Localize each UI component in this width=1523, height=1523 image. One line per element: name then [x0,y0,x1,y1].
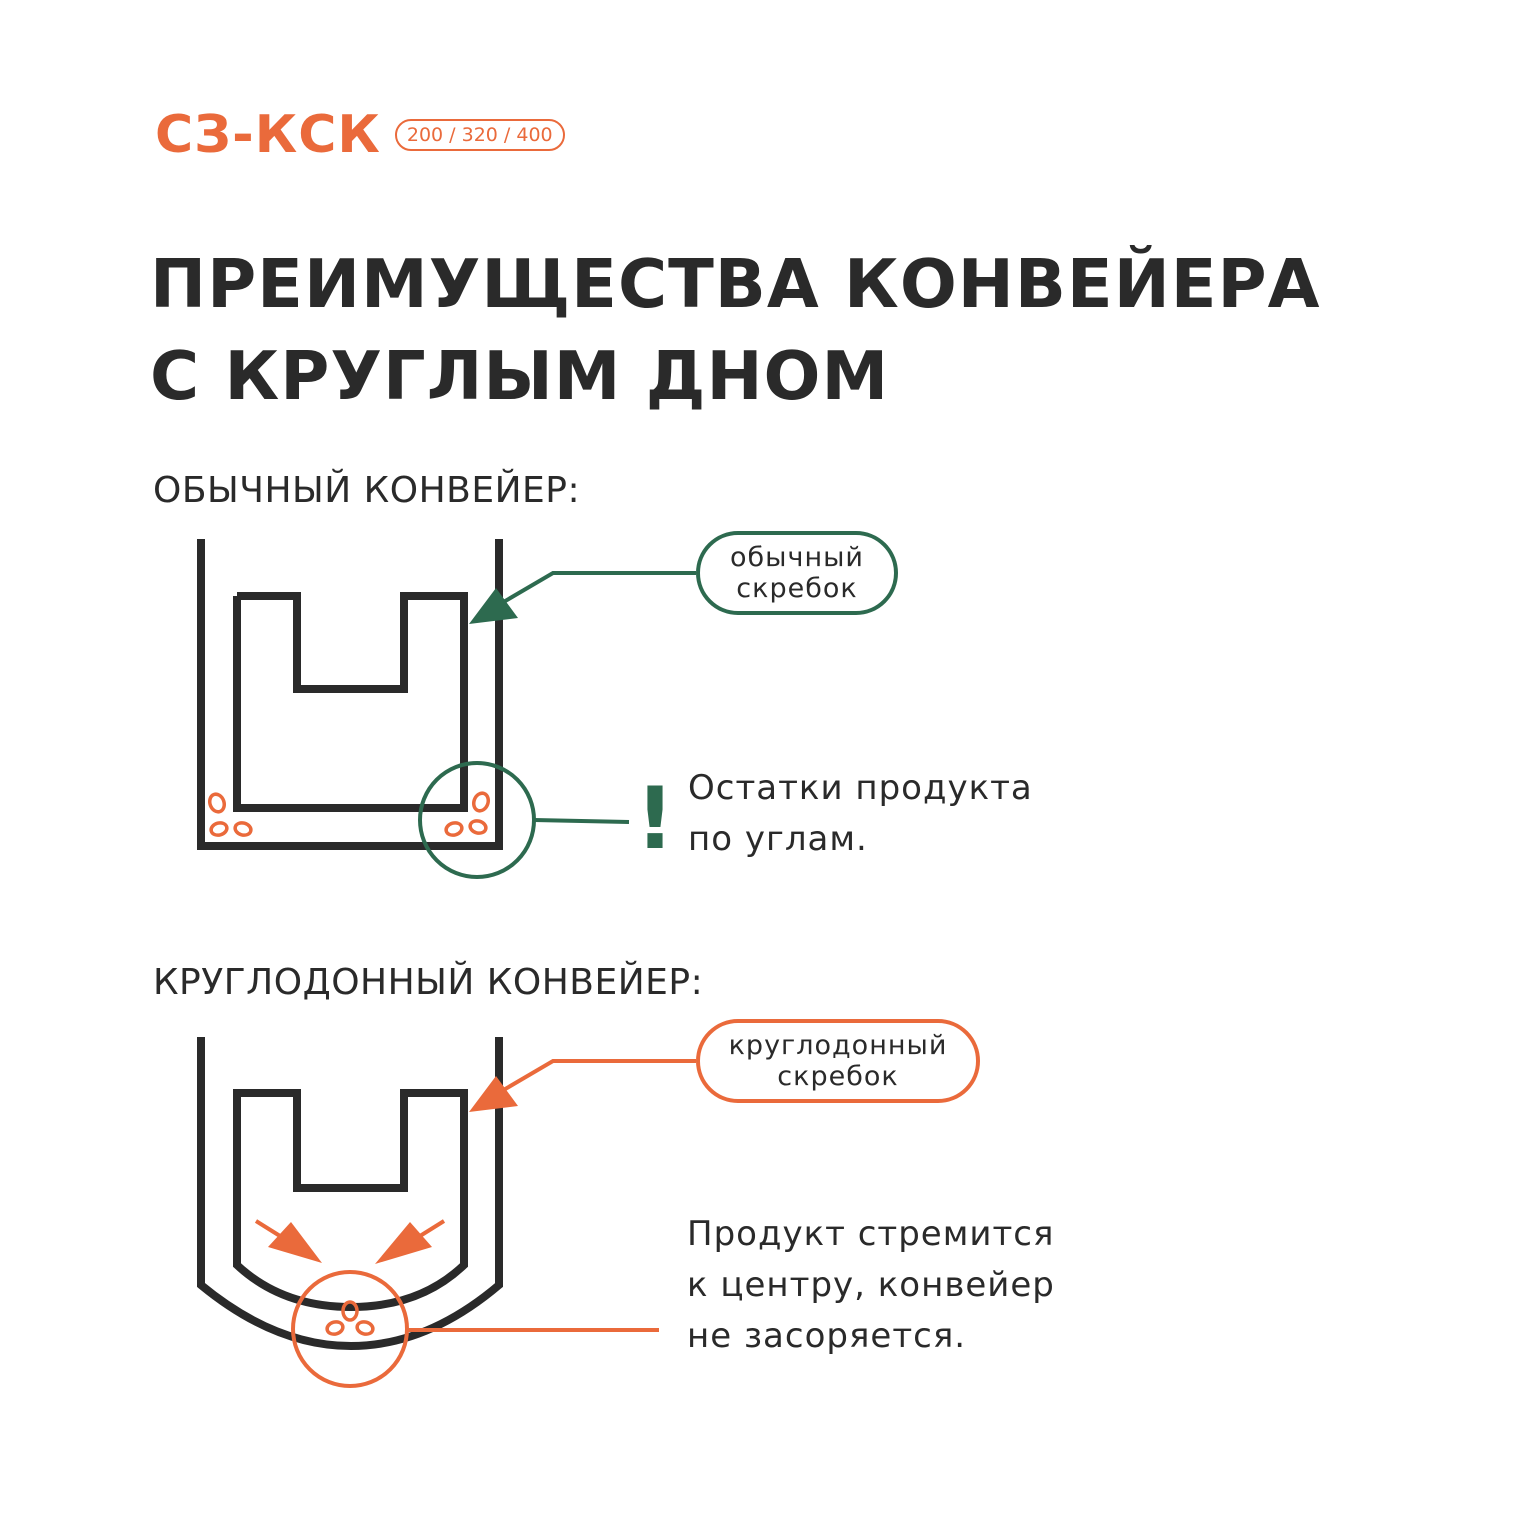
round-conveyor-label: КРУГЛОДОННЫЙ КОНВЕЙЕР: [153,962,704,1003]
flow-arrow-right [375,1219,446,1264]
round-scraper-callout-line-2: скребок [777,1061,899,1092]
normal-conveyor-drawing: ! [197,539,696,879]
normal-conveyor-description: Остатки продукта по углам. [688,763,1033,865]
round-description-line-2: к центру, конвейер [687,1265,1055,1305]
normal-conveyor-label: ОБЫЧНЫЙ КОНВЕЙЕР: [153,470,581,511]
page-title-line-1: ПРЕИМУЩЕСТВА КОНВЕЙЕРА [150,245,1321,323]
round-description-line-3: не засоряется. [687,1316,967,1356]
product-residue-left [207,792,253,837]
normal-description-line-2: по углам. [688,819,868,859]
round-conveyor-trough [197,1037,503,1351]
normal-scraper-callout-line-1: обычный [730,542,864,573]
normal-conveyor-trough [197,539,503,850]
round-conveyor-drawing [197,1037,696,1388]
brand-name: СЗ-КСК [155,105,381,165]
round-scraper-callout-line-1: круглодонный [728,1030,948,1061]
center-highlight-circle [291,1270,409,1388]
page-title: ПРЕИМУЩЕСТВА КОНВЕЙЕРА С КРУГЛЫМ ДНОМ [150,238,1400,422]
page-title-line-2: С КРУГЛЫМ ДНОМ [150,337,890,415]
round-conveyor-description: Продукт стремится к центру, конвейер не … [687,1209,1055,1362]
normal-scraper-callout: обычный скребок [696,531,898,615]
round-scraper [233,1089,468,1312]
normal-scraper-arrowhead [469,588,518,624]
brand-header: СЗ-КСК 200 / 320 / 400 [155,105,565,165]
normal-scraper-callout-line-2: скребок [736,573,858,604]
round-scraper-callout: круглодонный скребок [696,1019,980,1103]
corner-callout-line [533,818,630,824]
round-scraper-pointer-line [493,1059,696,1097]
normal-description-line-1: Остатки продукта [688,768,1033,808]
normal-scraper [233,592,468,812]
round-description-line-1: Продукт стремится [687,1214,1055,1254]
round-scraper-arrowhead [469,1076,518,1112]
normal-scraper-pointer-line [493,571,696,609]
brand-models-badge: 200 / 320 / 400 [394,119,565,151]
product-residue-right [444,791,491,837]
warning-mark: ! [635,769,674,869]
flow-arrow-left [254,1219,322,1263]
product-center-pieces [325,1300,375,1336]
